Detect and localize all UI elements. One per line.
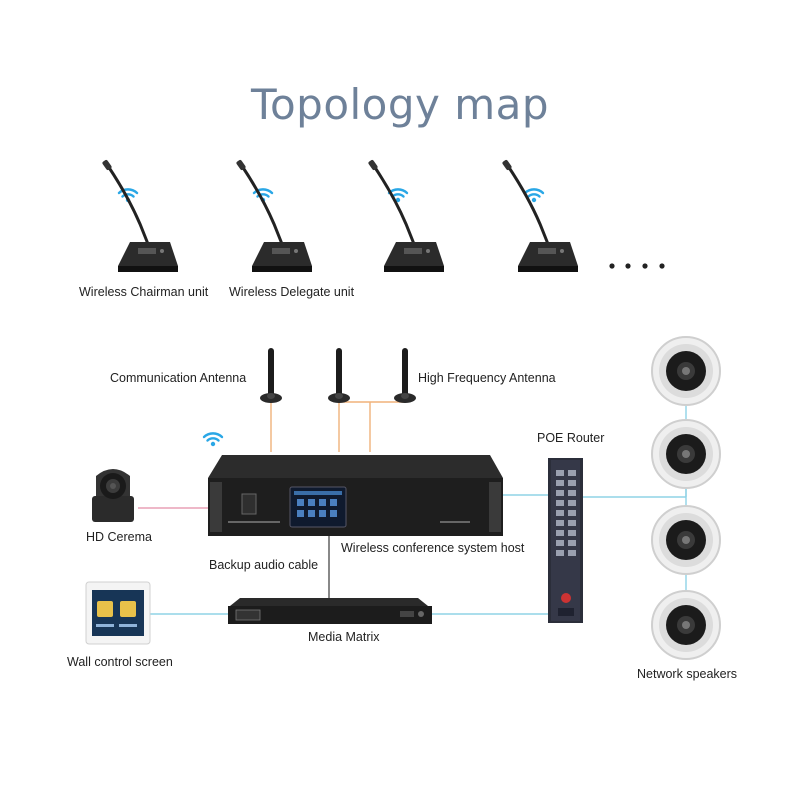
network-speaker-1 xyxy=(651,336,721,406)
network-speaker-2 xyxy=(651,419,721,489)
wireless-chairman-unit xyxy=(100,157,180,274)
antenna-lines xyxy=(270,401,405,452)
label-host: Wireless conference system host xyxy=(341,541,525,555)
label-wall-control-screen: Wall control screen xyxy=(67,655,173,669)
communication-antenna xyxy=(260,348,282,403)
label-delegate-unit: Wireless Delegate unit xyxy=(229,285,355,299)
wall-control-screen-device xyxy=(85,581,151,645)
label-hd-camera: HD Cerema xyxy=(86,530,152,544)
label-communication-antenna: Communication Antenna xyxy=(110,371,247,385)
poe-router-device xyxy=(548,458,583,623)
network-speaker-4 xyxy=(651,590,721,660)
label-backup-audio-cable: Backup audio cable xyxy=(209,558,319,572)
label-high-frequency-antenna: High Frequency Antenna xyxy=(418,371,556,385)
conference-host-device xyxy=(208,455,503,536)
wireless-delegate-unit-1 xyxy=(234,157,314,274)
label-network-speakers: Network speakers xyxy=(637,667,738,681)
ellipsis-dots xyxy=(609,263,665,269)
label-chairman-unit: Wireless Chairman unit xyxy=(79,285,209,299)
page-title: Topology map xyxy=(250,80,550,129)
high-frequency-antenna xyxy=(394,348,416,403)
wireless-delegate-unit-3 xyxy=(500,157,580,274)
label-media-matrix: Media Matrix xyxy=(308,630,380,644)
wifi-icon xyxy=(202,432,224,448)
wireless-delegate-unit-2 xyxy=(366,157,446,274)
antenna-center xyxy=(328,348,350,403)
media-matrix-device xyxy=(228,598,432,624)
hd-camera-device xyxy=(92,469,134,522)
label-poe-router: POE Router xyxy=(537,431,605,445)
network-speaker-3 xyxy=(651,505,721,575)
